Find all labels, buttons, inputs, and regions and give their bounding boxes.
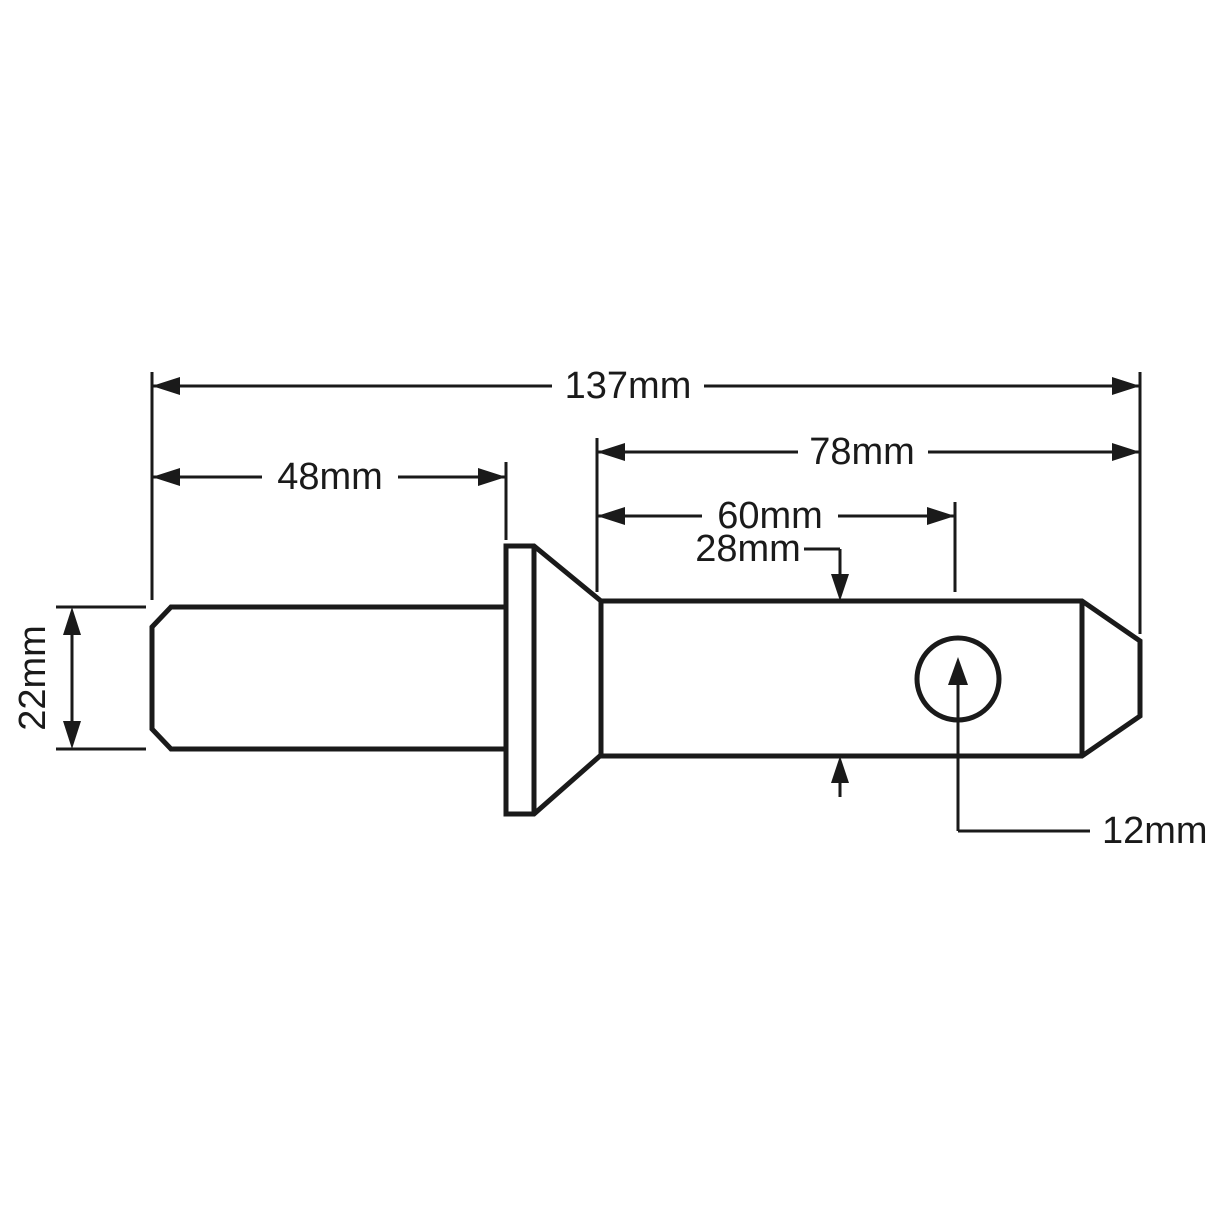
arrowhead-down <box>831 574 849 601</box>
dim-right-shaft-diameter: 28mm <box>695 528 849 797</box>
arrowhead-left <box>597 443 625 461</box>
arrowhead-right <box>478 468 506 486</box>
collar <box>503 543 604 817</box>
arrowhead-left <box>152 377 180 395</box>
arrowhead-right <box>1112 377 1140 395</box>
dim-label-hole-offset: 60mm <box>717 495 823 537</box>
dim-left-shaft-diameter: 22mm <box>12 605 146 751</box>
dim-label-hole-diameter: 12mm <box>1102 810 1208 852</box>
arrowhead-left <box>152 468 180 486</box>
dim-label-right-shaft-diameter: 28mm <box>695 528 801 570</box>
dim-label-right-shaft-length: 78mm <box>809 431 915 473</box>
arrowhead-left <box>597 507 625 525</box>
pin-outline <box>149 543 1143 817</box>
right-shaft <box>598 598 1143 759</box>
dim-left-shaft-length: 48mm <box>152 456 508 540</box>
dim-hole-diameter: 12mm <box>948 657 1208 852</box>
arrowhead-up <box>63 607 81 635</box>
dim-right-shaft-length: 78mm <box>595 431 1140 592</box>
dim-label-left-shaft-length: 48mm <box>277 456 383 498</box>
arrowhead-up <box>831 756 849 783</box>
arrowhead-down <box>63 721 81 749</box>
dim-label-overall-length: 137mm <box>565 365 692 407</box>
left-shaft <box>149 604 509 752</box>
dim-label-left-shaft-diameter: 22mm <box>12 625 54 731</box>
arrowhead-right <box>927 507 955 525</box>
dim-hole-offset: 60mm <box>597 495 957 592</box>
arrowhead-up <box>948 657 968 685</box>
arrowhead-right <box>1112 443 1140 461</box>
dim-overall-length: 137mm <box>150 365 1142 634</box>
